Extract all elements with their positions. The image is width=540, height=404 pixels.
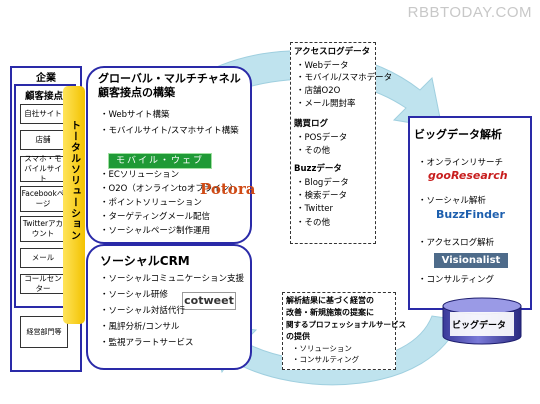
buzz-data-title: Buzzデータ [294,164,342,174]
global-bullet: ・ECソリューション [100,170,180,180]
global-bullet: ・モバイルサイト/スマホサイト構築 [100,126,239,136]
touchpoints-title: 顧客接点 [24,91,63,102]
channel-facebook: Facebookページ [20,186,66,212]
data-item: ・Twitter [296,204,334,214]
analysis-line: の提供 [286,332,310,341]
crm-bullet: ・監視アラートサービス [100,338,194,348]
global-bullet: ・ソーシャルページ制作運用 [100,226,211,236]
potora-logo: Potora [200,180,256,198]
analysis-service-box [282,292,396,370]
global-bullet: ・Webサイト構築 [100,110,170,120]
channel-mail: メール [20,248,66,268]
purchase-log-title: 購買ログ [294,119,329,129]
global-bullet: ・ターゲティングメール配信 [100,212,211,222]
bigdata-cylinder [442,297,522,345]
mobile-web-logo: モバイル・ウェブ [108,153,212,169]
total-solution-bar [63,86,85,324]
crm-bullet: ・ソーシャルコミュニケーション支援 [100,274,245,284]
channel-twitter: Twitterアカウント [20,216,66,242]
bigdata-item: ・オンラインリサーチ [418,158,504,168]
bigdata-item: ・アクセスログ解析 [418,238,495,248]
channel-call-center: コールセンター [20,274,66,294]
global-bullet: ・ポイントソリューション [100,198,202,208]
data-item: ・モバイル/スマホデータ [296,73,393,83]
crm-bullet: ・ソーシャル研修 [100,290,168,300]
analysis-item: ・コンサルティング [292,355,360,364]
analysis-item: ・ソリューション [292,344,352,353]
goo-research-logo: gooResearch [428,169,508,182]
data-item: ・その他 [296,146,331,156]
global-panel-title-2: 顧客接点の構築 [98,86,175,99]
analysis-line: 解析結果に基づく経営の [286,296,374,305]
data-item: ・Blogデータ [296,178,349,188]
watermark: RBBTODAY.COM [407,4,532,21]
bigdata-item: ・ソーシャル解析 [418,196,486,206]
bigdata-analysis-box [408,116,532,310]
channel-mobile-site: スマホ・モバイルサイト [20,154,66,183]
global-bullet: ・O2O（オンラインtoオフライン） [100,184,238,194]
data-item: ・店舗O2O [296,86,341,96]
channel-store: 店舗 [20,130,66,150]
enterprise-title: 企業 [36,73,56,84]
analysis-line: 改善・新規施策の提案に [286,308,374,317]
access-log-title: アクセスログデータ [294,47,371,57]
data-item: ・検索データ [296,191,348,201]
bigdata-cylinder-label: ビッグデータ [451,321,506,331]
channel-own-site: 自社サイト [20,104,66,124]
analysis-line: 関するプロフェッショナルサービス [286,320,406,329]
data-item: ・その他 [296,218,331,228]
crm-bullet: ・ソーシャル対話代行 [100,306,185,316]
social-crm-title: ソーシャルCRM [100,254,190,268]
total-solution-label: トータルソリューション [68,120,80,241]
global-panel-title-1: グローバル・マルチチャネル [98,72,241,85]
cotweet-logo: cotweet [182,292,236,310]
data-item: ・メール開封率 [296,99,356,109]
buzzfinder-logo: BuzzFinder [436,208,505,221]
data-item: ・POSデータ [296,133,348,143]
bigdata-title: ビッグデータ解析 [414,128,502,141]
data-item: ・Webデータ [296,61,349,71]
bigdata-item: ・コンサルティング [418,275,495,285]
crm-bullet: ・風評分析/コンサル [100,322,180,332]
department-box: 経営部門等 [20,316,68,348]
visionalist-logo: Visionalist [434,253,508,268]
data-sources-box [290,42,376,244]
